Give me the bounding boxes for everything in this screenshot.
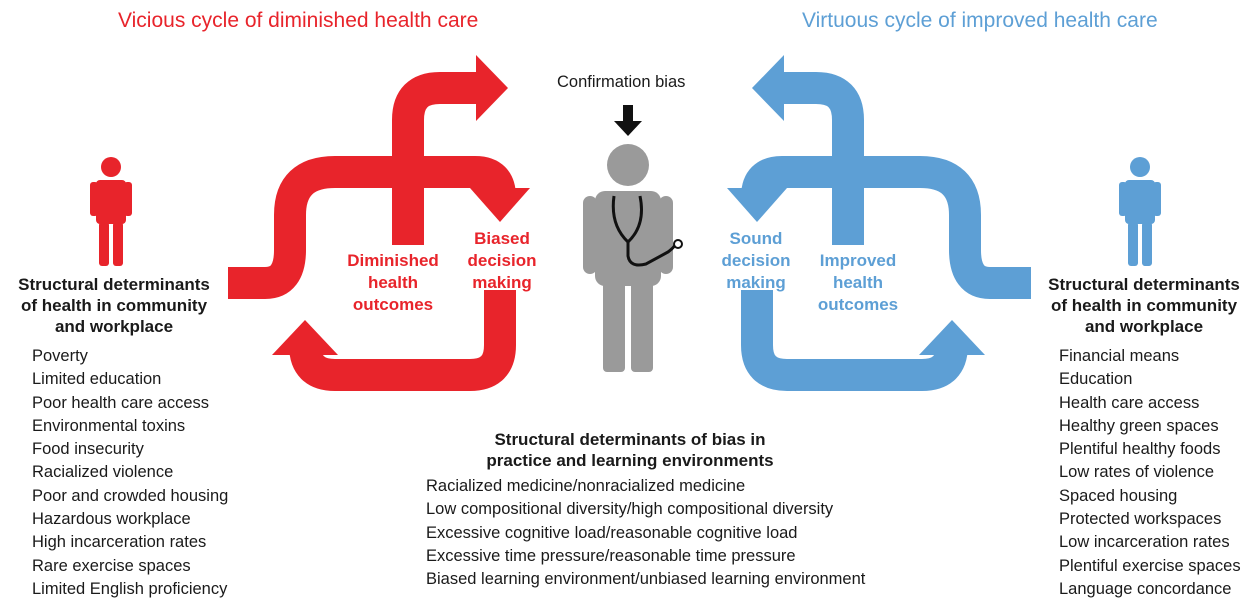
left-determinant-item: High incarceration rates — [32, 533, 207, 552]
virtuous-decision-arrowhead — [727, 188, 787, 222]
right-determinant-item: Health care access — [1059, 393, 1200, 412]
right-determinant-item: Plentiful healthy foods — [1059, 440, 1221, 459]
right-determinant-item: Protected workspaces — [1059, 510, 1222, 529]
bias-determinants-heading: Structural determinants of bias in pract… — [440, 429, 820, 471]
biased-decision-line2: decision — [467, 251, 537, 270]
diminished-outcomes-line1: Diminished — [347, 251, 439, 270]
virtuous-top-arrowhead — [752, 55, 784, 121]
right-determinant-item: Low rates of violence — [1059, 463, 1215, 482]
sound-decision-label: Sound decision making — [714, 228, 798, 294]
left-determinant-item: Poor and crowded housing — [32, 486, 229, 505]
improved-outcomes-line2: health — [832, 273, 884, 292]
diminished-outcomes-line2: health — [367, 273, 419, 292]
biased-decision-line1: Biased — [474, 229, 530, 248]
left-determinant-item: Limited English proficiency — [32, 579, 228, 598]
right-determinant-item: Language concordance — [1059, 579, 1232, 598]
left-determinant-item: Poverty — [32, 347, 88, 365]
left-determinant-item: Hazardous workplace — [32, 510, 191, 529]
left-person-icon — [90, 157, 132, 266]
vicious-lower-loop — [289, 290, 516, 391]
right-determinant-item: Spaced housing — [1059, 486, 1178, 505]
left-determinant-item: Poor health care access — [32, 393, 210, 412]
down-arrow-icon — [614, 105, 642, 136]
biased-decision-line3: making — [472, 273, 532, 292]
virtuous-upper-stem — [782, 72, 864, 245]
right-person-icon — [1119, 157, 1161, 266]
left-determinant-item: Food insecurity — [32, 440, 144, 459]
bias-heading-line1: Structural determinants of bias in — [494, 430, 766, 449]
vicious-cycle-title: Vicious cycle of diminished health care — [118, 9, 479, 32]
right-heading-line2: of health in community — [1050, 296, 1238, 315]
bias-determinant-item: Biased learning environment/unbiased lea… — [426, 570, 866, 589]
sound-decision-line3: making — [726, 273, 786, 292]
vicious-loop-band — [228, 156, 408, 299]
improved-outcomes-line1: Improved — [819, 251, 897, 270]
left-heading-line2: of health in community — [20, 296, 208, 315]
virtuous-loop-band — [848, 156, 1031, 299]
right-determinant-item: Low incarceration rates — [1059, 533, 1230, 552]
right-determinant-item: Healthy green spaces — [1059, 416, 1219, 435]
sound-decision-line2: decision — [721, 251, 791, 270]
virtuous-cycle-loop — [727, 55, 1031, 391]
right-determinant-item: Financial means — [1059, 347, 1180, 365]
improved-outcomes-line3: outcomes — [817, 295, 899, 314]
bias-determinant-item: Low compositional diversity/high composi… — [426, 500, 834, 519]
vicious-upper-stem — [392, 72, 478, 245]
right-heading-line1: Structural determinants — [1048, 275, 1240, 294]
virtuous-lower-loop — [741, 290, 968, 391]
doctor-with-stethoscope-icon — [583, 144, 683, 372]
bias-determinant-item: Racialized medicine/nonracialized medici… — [426, 477, 746, 495]
right-determinants-heading: Structural determinants of health in com… — [1032, 274, 1256, 337]
virtuous-return-arrowhead — [919, 320, 985, 355]
diminished-outcomes-label: Diminished health outcomes — [338, 250, 448, 316]
left-heading-line1: Structural determinants — [18, 275, 210, 294]
left-heading-line3: and workplace — [54, 317, 174, 336]
left-determinant-item: Environmental toxins — [32, 416, 186, 435]
bias-heading-line2: practice and learning environments — [486, 451, 774, 470]
right-determinant-item: Plentiful exercise spaces — [1059, 556, 1241, 575]
vicious-return-arrowhead — [272, 320, 338, 355]
vicious-cycle-loop — [228, 55, 530, 391]
bias-determinant-item: Excessive cognitive load/reasonable cogn… — [426, 523, 798, 542]
virtuous-cycle-title: Virtuous cycle of improved health care — [802, 9, 1158, 32]
right-determinant-item: Education — [1059, 370, 1133, 389]
vicious-top-arrowhead — [476, 55, 508, 121]
biased-decision-label: Biased decision making — [460, 228, 544, 294]
improved-outcomes-label: Improved health outcomes — [803, 250, 913, 316]
vicious-decision-arrowhead — [470, 188, 530, 222]
right-heading-line3: and workplace — [1084, 317, 1204, 336]
sound-decision-line1: Sound — [729, 229, 783, 248]
confirmation-bias-label: Confirmation bias — [557, 73, 686, 91]
left-determinants-heading: Structural determinants of health in com… — [2, 274, 226, 337]
diminished-outcomes-line3: outcomes — [352, 295, 434, 314]
left-determinant-item: Racialized violence — [32, 463, 174, 482]
left-determinant-item: Rare exercise spaces — [32, 556, 191, 575]
bias-determinants-list: Racialized medicine/nonracialized medici… — [426, 475, 865, 591]
left-determinant-item: Limited education — [32, 370, 162, 389]
bias-determinant-item: Excessive time pressure/reasonable time … — [426, 546, 796, 565]
